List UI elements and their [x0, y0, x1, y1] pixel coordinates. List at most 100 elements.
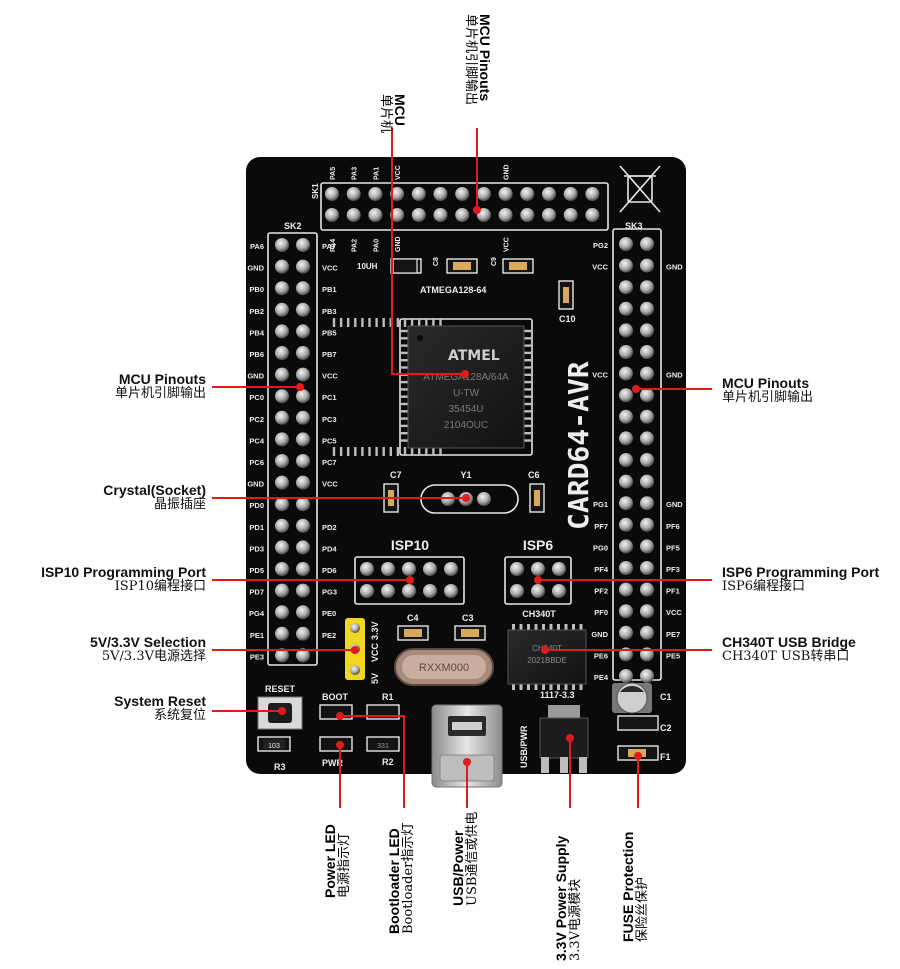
pin-label: PF3 — [666, 565, 680, 574]
chip-leg — [523, 388, 532, 391]
chip-leg — [375, 318, 378, 327]
pin-label: GND — [666, 263, 683, 272]
chip-leg — [410, 318, 414, 327]
header-pin-top — [520, 187, 535, 201]
header-pin-left — [296, 605, 310, 620]
chip-leg — [579, 624, 583, 631]
pin-label: PF5 — [666, 543, 680, 552]
chip-leg — [534, 624, 538, 631]
chip-leg — [400, 344, 409, 347]
r3-value: 103 — [268, 743, 280, 750]
header-pins — [275, 187, 654, 683]
header-pin-top — [563, 208, 578, 222]
chip-leg — [523, 395, 532, 398]
chip-leg — [418, 447, 421, 456]
chip-leg — [396, 318, 400, 327]
pin-label: PC6 — [249, 458, 264, 467]
sk2-label: SK2 — [284, 221, 302, 231]
header-pin-left — [275, 583, 289, 598]
header-pin-right — [640, 582, 654, 597]
pin-label: GND — [666, 371, 683, 380]
header-pin-left — [275, 562, 289, 576]
chip-marking: U-TW — [453, 388, 480, 399]
header-pin-left — [296, 454, 310, 468]
header-pin-left — [275, 626, 289, 641]
pin-label: PA1 — [373, 167, 380, 180]
header-pin-right — [619, 366, 633, 381]
header-pin-left — [296, 562, 310, 576]
chip-leg — [439, 318, 442, 327]
chip-leg — [523, 417, 532, 420]
pin-label: PD1 — [249, 523, 264, 532]
header-pin-top — [585, 187, 600, 201]
chip-leg — [400, 359, 409, 362]
chip-leg — [579, 683, 583, 690]
callout-en: CH340T USB Bridge — [722, 634, 856, 650]
pin-label: VCC — [592, 263, 608, 272]
pin-label: PB3 — [322, 307, 337, 316]
pin-label: PB7 — [322, 350, 337, 359]
header-pin-right — [619, 388, 633, 403]
r2-value: 331 — [377, 743, 389, 750]
chip-leg — [361, 318, 364, 327]
vcc-label: VCC — [370, 642, 380, 662]
chip-leg — [572, 683, 575, 690]
pin-label: VCC — [395, 165, 402, 180]
pin-label: GND — [247, 372, 264, 381]
electrolytic-capacitor — [612, 682, 652, 714]
board-title: CARD64-AVR — [562, 361, 595, 530]
header-pin-top — [585, 208, 600, 222]
ch340t-label: CH340T — [522, 609, 556, 619]
isp10-pin — [381, 584, 395, 598]
chip-leg — [347, 447, 350, 456]
chip-leg — [549, 624, 553, 631]
pin-label: PG3 — [322, 588, 337, 597]
chip-leg — [400, 366, 409, 369]
header-pin-left — [296, 367, 310, 382]
chip-leg — [425, 447, 428, 456]
header-pin-top — [346, 187, 361, 201]
header-pin-left — [296, 302, 310, 317]
header-pin-right — [619, 258, 633, 273]
callout-cn: CH340T USB转串口 — [722, 649, 850, 665]
pin-label: PC1 — [322, 393, 337, 402]
chip-leg — [354, 447, 357, 456]
header-pin-left — [275, 410, 289, 425]
header-pin-left — [296, 389, 310, 404]
chip-leg — [542, 624, 545, 631]
pin-label: GND — [666, 500, 683, 509]
chip-leg — [439, 447, 442, 456]
header-pin-right — [640, 604, 654, 619]
usb-pwr-label: USB/PWR — [519, 725, 529, 768]
pin-label: GND — [247, 480, 264, 489]
callout-en: System Reset — [114, 693, 206, 709]
isp6-label: ISP6 — [523, 537, 554, 553]
isp10-pin — [360, 562, 374, 576]
pin-label: PF6 — [666, 522, 680, 531]
header-outlines — [267, 182, 662, 681]
pin-label: PE2 — [322, 631, 336, 640]
header-pin-left — [296, 346, 310, 360]
c2-label: C2 — [660, 723, 672, 733]
chip-leg — [339, 318, 343, 327]
pin-label: VCC — [504, 237, 511, 252]
header-pin-right — [619, 539, 633, 554]
header-pin-right — [640, 323, 654, 338]
chip-leg — [400, 337, 409, 340]
header-pin-left — [275, 540, 289, 555]
header-pin-right — [619, 517, 633, 532]
c10-label: C10 — [559, 314, 576, 324]
r1-label: R1 — [382, 692, 394, 702]
pin-label: PG0 — [593, 543, 608, 552]
header-pin-left — [296, 497, 310, 512]
callout-cn: ISP6编程接口 — [722, 579, 806, 595]
pin-label: PC7 — [322, 458, 337, 467]
isp10-pin — [360, 584, 374, 598]
isp6-pin — [510, 584, 524, 598]
chip-leg — [523, 424, 532, 428]
chip-leg — [400, 402, 409, 406]
pin-label: VCC — [322, 480, 338, 489]
callout-usb-power: USB/Power USB通信或供电 — [450, 812, 481, 906]
chip-leg — [523, 351, 532, 355]
chip-leg — [523, 366, 532, 369]
